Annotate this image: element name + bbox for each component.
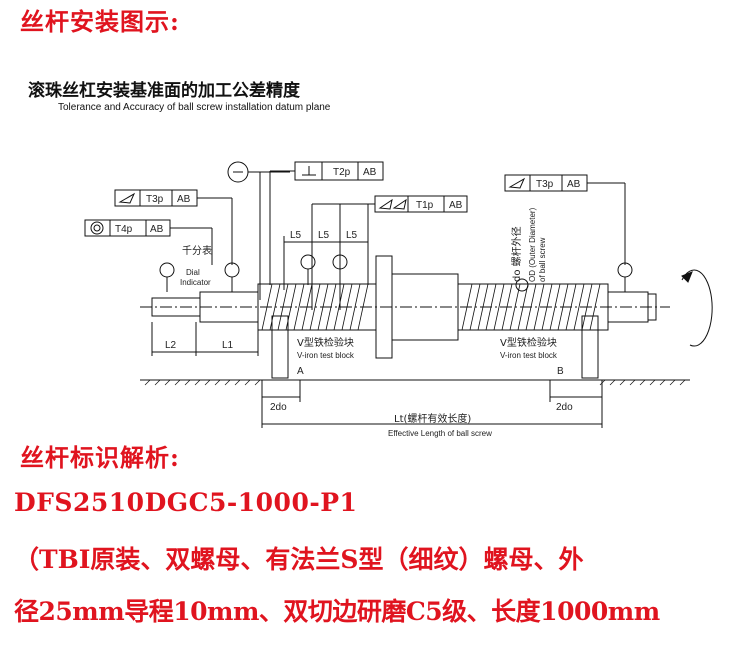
od-label-en-2: of ball screw [538,237,547,282]
tol-t3p-right-datum: AB [567,179,581,190]
dial-label-en-1: Dial [186,268,200,277]
v-block-b [581,315,599,379]
rotation-arrow-icon [681,269,713,347]
tol-t2p-datum: AB [363,167,377,178]
v-block-a [271,315,289,379]
diagram-title-en: Tolerance and Accuracy of ball screw ins… [58,102,331,113]
tol-t1p-label: T1p [416,200,434,211]
dim-l2: L2 [165,340,177,351]
analysis-heading: 丝杆标识解析: [20,443,180,472]
tol-t2p-label: T2p [333,167,351,178]
description-line-1: （TBI原装、双螺母、有法兰S型（细纹）螺母、外 [14,545,584,574]
dim-l5-1: L5 [290,230,302,241]
dim-2do-right: 2do [556,402,573,413]
vblock-a-cn: V型铁检验块 [297,336,354,349]
vblock-b-label: B [557,366,564,377]
tol-t3p-right-label: T3p [536,179,554,190]
tol-t4p-datum: AB [150,224,164,235]
lt-label-cn: Lt(螺杆有效长度) [394,412,471,425]
od-label-cn: do 螺杆外径 [510,226,523,282]
install-heading: 丝杆安装图示: [20,7,180,36]
tol-t1p-datum: AB [449,200,463,211]
vblock-a-en: V-iron test block [297,351,355,360]
dim-2do-left: 2do [270,402,287,413]
tol-t4p-label: T4p [115,224,133,235]
dim-l5-3: L5 [346,230,358,241]
vblock-b-cn: V型铁检验块 [500,336,557,349]
dial-label-cn: 千分表 [182,244,212,257]
vblock-b-en: V-iron test block [500,351,558,360]
description-line-2: 径25mm导程10mm、双切边研磨C5级、长度1000mm [14,597,660,626]
diagram-title-cn: 滚珠丝杠安装基准面的加工公差精度 [28,80,301,101]
vblock-a-label: A [297,366,304,377]
tol-t3p-left-datum: AB [177,194,191,205]
tol-t3p-left-label: T3p [146,194,164,205]
dim-l5-2: L5 [318,230,330,241]
dial-label-en-2: Indicator [180,278,211,287]
ball-screw-diagram: 滚珠丝杠安装基准面的加工公差精度 Tolerance and Accuracy … [28,80,713,438]
model-code: DFS2510DGC5-1000-P1 [14,488,358,517]
dim-l1: L1 [222,340,234,351]
lt-label-en: Effective Length of ball screw [388,429,492,438]
od-label-en-1: OD (Outer Diameter) [528,207,537,282]
